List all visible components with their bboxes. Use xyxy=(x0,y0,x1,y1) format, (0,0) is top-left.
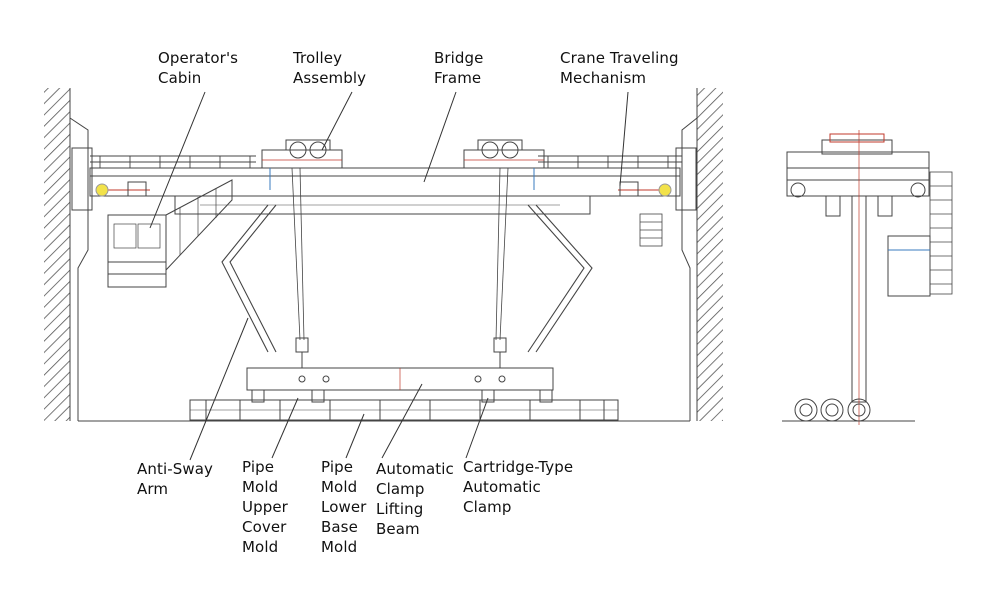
leader-bridge-frame xyxy=(423,91,457,183)
leader-pipe-mold-upper-cover xyxy=(271,397,299,459)
end-carriages xyxy=(71,147,697,211)
label-anti-sway-arm: Anti-Sway Arm xyxy=(137,460,213,498)
leader-pipe-mold-lower-base xyxy=(345,413,365,459)
label-crane-traveling-mechanism: Crane Traveling Mechanism xyxy=(560,49,679,87)
automatic-clamp-lifting-beam xyxy=(246,367,554,391)
hoist-ropes xyxy=(291,167,509,341)
leader-lines xyxy=(149,91,629,461)
side-hoist-column xyxy=(851,130,867,425)
label-trolley-assembly: Trolley Assembly xyxy=(293,49,367,87)
leader-anti-sway-arm xyxy=(189,317,249,461)
leader-operator-cabin xyxy=(149,91,206,229)
walkway-railings xyxy=(90,155,682,168)
front-view xyxy=(44,88,723,422)
anti-sway-arm-left xyxy=(221,204,277,353)
side-view xyxy=(782,130,953,425)
right-wall xyxy=(696,88,723,421)
leader-crane-traveling-mechanism xyxy=(619,91,629,187)
label-cartridge-type-automatic-clamp: Cartridge-Type Automatic Clamp xyxy=(463,458,574,516)
leader-trolley-assembly xyxy=(321,91,353,151)
operator-cabin xyxy=(107,179,233,288)
label-automatic-clamp-lifting-beam: Automatic Clamp Lifting Beam xyxy=(376,460,454,538)
crane-traveling-mechanism-left xyxy=(95,181,150,197)
side-ladder xyxy=(929,171,953,295)
hook-blocks xyxy=(295,337,507,368)
side-cabin xyxy=(887,235,931,297)
leader-cartridge-type-automatic-clamp xyxy=(465,397,489,459)
anti-sway-arm-right xyxy=(527,204,593,353)
trolley-assembly-left xyxy=(261,139,343,190)
label-pipe-mold-upper-cover-mold: Pipe Mold Upper Cover Mold xyxy=(242,458,288,556)
label-bridge-frame: Bridge Frame xyxy=(434,49,484,87)
left-wall xyxy=(44,88,71,421)
label-operator-cabin: Operator's Cabin xyxy=(158,49,239,87)
building-outline xyxy=(69,117,698,422)
trolley-assembly-right xyxy=(463,139,545,190)
label-pipe-mold-lower-base-mold: Pipe Mold Lower Base Mold xyxy=(321,458,367,556)
crane-traveling-mechanism-right xyxy=(618,181,672,197)
side-trolley xyxy=(786,133,930,217)
bridge-frame xyxy=(89,167,681,215)
cartridge-type-automatic-clamps xyxy=(251,389,553,403)
pipe-mold xyxy=(189,399,619,421)
maintenance-ladder xyxy=(639,213,663,247)
leader-automatic-clamp-lifting-beam xyxy=(381,383,423,459)
